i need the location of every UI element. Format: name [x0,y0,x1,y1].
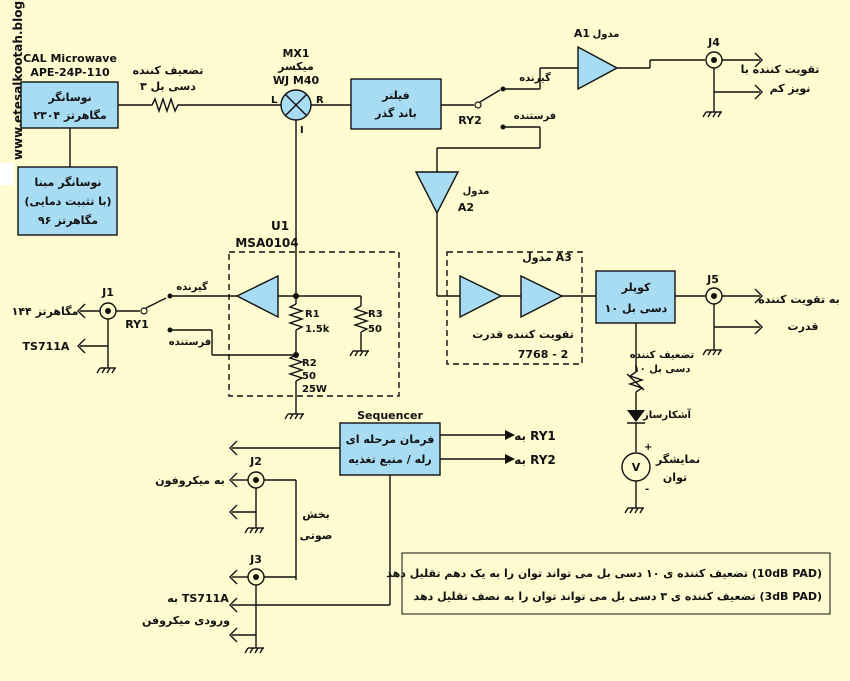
mixer-name: میکسر [277,60,314,73]
ry1-tx: فرستنده [169,337,211,348]
a3-model: 7768 - 2 [518,348,569,361]
coupler-line2: ۱۰ دسی بل [605,302,668,315]
amplifier-a2 [414,171,460,215]
ref-line1: نوسانگر مبنا [34,176,101,189]
ry2-switch-arm [479,89,501,103]
mixer-ref: MX1 [282,47,309,60]
notes-box [401,552,831,615]
resistor-r1 [287,303,305,331]
j2-label: به میکروفون [155,474,225,487]
coupler-line1: کوپلر [621,281,651,294]
ry2-tx: فرستنده [514,111,556,122]
j1-ref: J1 [101,286,114,299]
resistor-r2 [287,354,305,382]
u1-boundary [228,251,400,397]
audio-line2: صوتی [300,529,333,542]
j5-ref: J5 [706,273,719,286]
a3-label: مدول A3 [522,251,572,264]
att3-line2: ۳ دسی بل [140,80,196,93]
meter-symbol: V [632,461,641,474]
detector-diode [627,410,645,422]
ref-line2: (با تثبیت دمایی) [24,195,111,208]
j5-line1: به تقویت کننده [758,293,839,306]
a1-line2: A1 [574,27,590,40]
osc-title: نوسانگر [47,91,91,104]
sequencer-box [339,422,441,476]
amplifier-a3-stage2 [520,274,564,319]
ry1-switch-arm [145,297,167,309]
att3-line1: تضعیف کننده [133,64,204,77]
meter-minus: - [645,484,649,495]
mixer-model: WJ M40 [273,74,320,87]
mixer-port-i: I [300,125,304,136]
r1-value: 1.5k [305,324,330,335]
j1-model: TS711A [23,340,70,353]
r1-name: R1 [305,309,320,320]
a1-line1: مدول [593,29,620,40]
filter-line1: فیلتر [381,89,410,102]
sequencer-title: Sequencer [357,409,423,422]
r2-value1: 50 [302,371,316,382]
j5-line2: قدرت [788,320,819,333]
osc-freq: ۲۳۰۴ مگاهرتز [33,109,106,122]
resistor-r3 [352,305,370,333]
ry2-rx: گیرنده [519,71,551,84]
side-marker [0,163,14,185]
j3-line2: ورودی میکروفن [142,614,230,627]
audio-line1: بخش [302,508,330,521]
r3-value: 50 [368,324,382,335]
amplifier-a3-stage1 [459,274,503,319]
r3-name: R3 [368,309,383,320]
sequencer-line1: فرمان مرحله ای [346,433,435,446]
ref-line3: ۹۶ مگاهرتز [38,214,98,227]
a2-line2: A2 [458,201,474,214]
mixer-port-r: R [316,95,324,106]
filter-line2: باند گذر [374,107,417,120]
att10-line2: ۱۰ دسی بل [634,364,691,375]
meter-line1: نمایشگر [655,453,700,466]
j2-ref: J2 [249,455,262,468]
meter-line2: توان [663,471,687,484]
ry1-label: RY1 [125,318,149,331]
ry2-label: RY2 [458,114,482,127]
module-a3-boundary [446,251,583,365]
sequencer-to-ry2: به RY2 [514,453,556,467]
bandpass-filter-box [350,78,442,130]
note-line2: تضعیف کننده ی ۳ دسی بل می تواند توان را … [414,590,822,603]
reference-oscillator-box [17,166,118,236]
coupler-box [595,270,676,324]
note-line1: تضعیف کننده ی ۱۰ دسی بل می تواند توان را… [386,567,822,580]
j1-freq: ۱۴۴ مگاهرتز [12,305,79,318]
j4-line1: تقویت کننده با [741,63,820,76]
ry1-common [140,307,148,315]
sequencer-to-ry1: به RY1 [514,429,556,443]
ry2-common [474,101,482,109]
r2-name: R2 [302,358,317,369]
attenuator-3db [118,96,281,114]
osc-model-line2: APE-24P-110 [30,66,110,79]
r2-value2: 25W [302,384,327,395]
mixer-port-l: L [271,95,278,106]
oscillator-box [20,81,119,129]
a2-line1: مدول [463,186,490,197]
amplifier-a1 [577,45,619,91]
j4-line2: نویز کم [770,82,811,95]
sequencer-line2: رله / منبع تغذیه [348,453,431,466]
ry1-rx: گیرنده [176,280,208,293]
u1-model: MSA0104 [235,236,298,250]
j3-line1: به TS711A [167,592,229,605]
j4-ref: J4 [707,36,720,49]
detector-label: آشکارساز [642,408,692,421]
meter-plus: + [644,442,652,453]
u1-ref: U1 [271,219,289,233]
att10-line1: تضعیف کننده [630,350,695,361]
side-url: www.etesalkootah.blog.ir [11,0,25,160]
amplifier-u1 [235,274,279,319]
j3-ref: J3 [249,553,262,566]
a3-power: تقویت کننده قدرت [472,328,574,341]
osc-model-line1: CAL Microwave [23,52,117,65]
